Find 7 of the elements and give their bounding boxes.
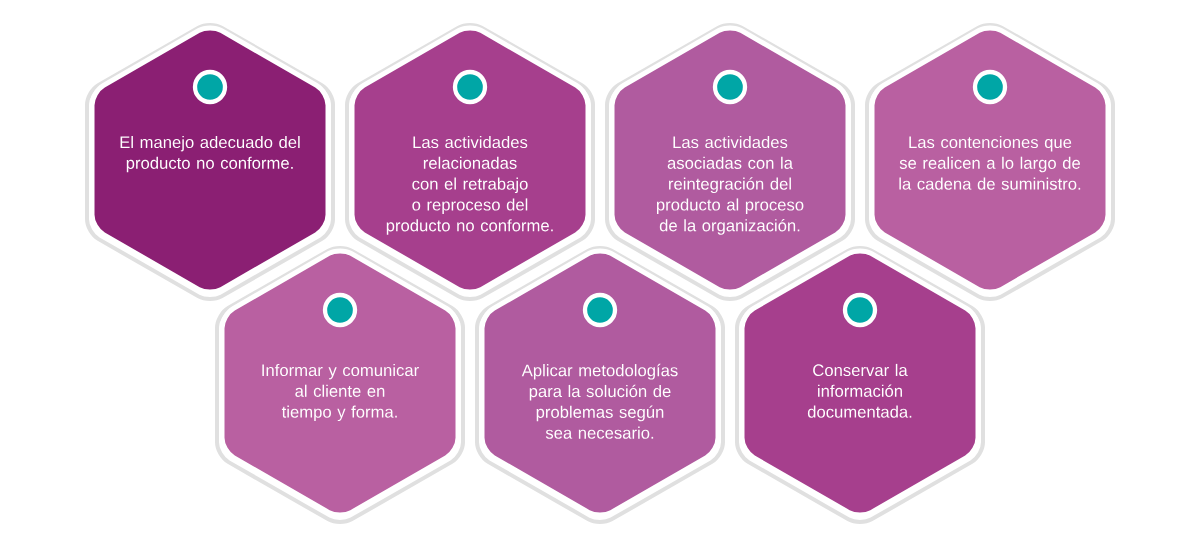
hexagon: Informar y comunicar al cliente en tiempo y forma.: [215, 245, 465, 525]
hexagon: Aplicar metodologías para la solución de problemas según sea necesario.: [475, 245, 725, 525]
hexagon: El manejo adecuado del producto no conforme.: [85, 22, 335, 302]
hexagon: Conservar la información documentada.: [735, 245, 985, 525]
hexagon: Las actividades asociadas con la reintegración del producto al proceso de la organización.: [605, 22, 855, 302]
hexagon: Las contenciones que se realicen a lo largo de la cadena de suministro.: [865, 22, 1115, 302]
hexagon: Las actividades relacionadas con el retrabajo o reproceso del producto no conforme.: [345, 22, 595, 302]
